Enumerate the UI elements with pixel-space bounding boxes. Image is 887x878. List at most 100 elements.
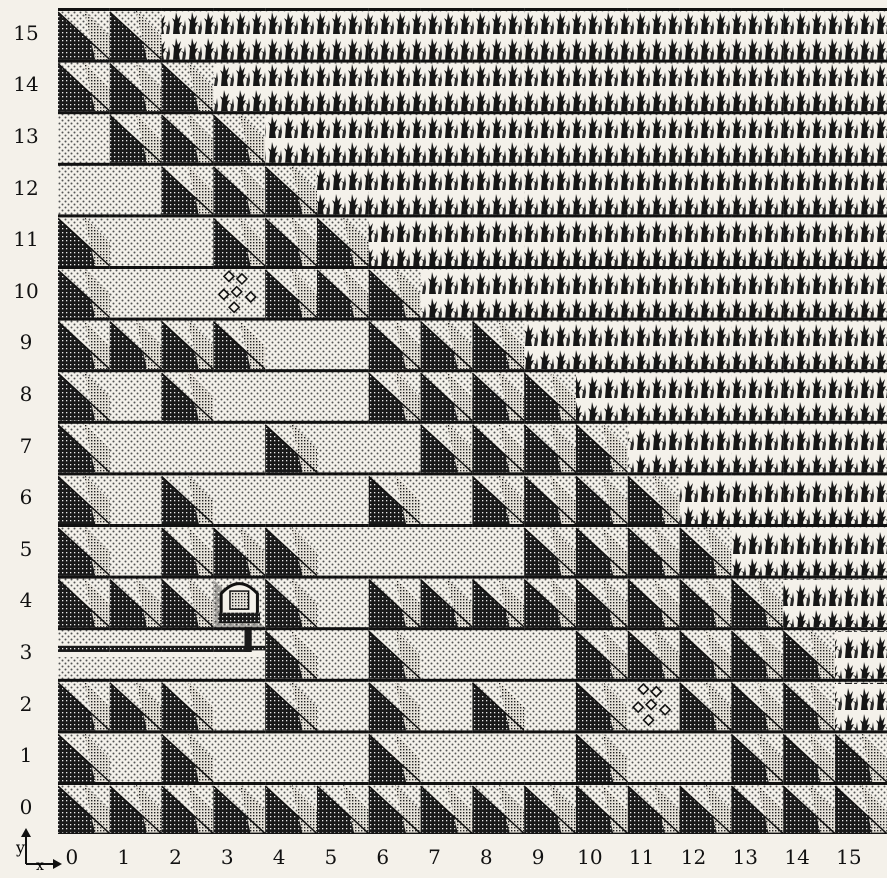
forest-tile[interactable] <box>628 421 680 473</box>
forest-tile[interactable] <box>835 163 887 215</box>
mountain-tile[interactable] <box>576 679 628 731</box>
mountain-tile[interactable] <box>58 369 110 421</box>
open-ground-tile[interactable] <box>213 421 265 473</box>
mountain-tile[interactable] <box>628 472 680 524</box>
mountain-tile[interactable] <box>265 214 317 266</box>
open-ground-tile[interactable] <box>369 421 421 473</box>
mountain-tile[interactable] <box>731 627 783 679</box>
mountain-tile[interactable] <box>369 782 421 834</box>
forest-tile[interactable] <box>835 627 887 679</box>
forest-tile[interactable] <box>628 266 680 318</box>
mountain-tile[interactable] <box>265 266 317 318</box>
mountain-tile[interactable] <box>421 782 473 834</box>
open-ground-tile[interactable] <box>472 627 524 679</box>
mountain-tile[interactable] <box>576 524 628 576</box>
open-ground-tile[interactable] <box>317 576 369 628</box>
mountain-tile[interactable] <box>680 782 732 834</box>
mountain-tile[interactable] <box>472 318 524 370</box>
mountain-tile[interactable] <box>110 679 162 731</box>
open-ground-tile[interactable] <box>110 472 162 524</box>
open-ground-tile[interactable] <box>628 730 680 782</box>
mountain-tile[interactable] <box>628 524 680 576</box>
forest-tile[interactable] <box>317 163 369 215</box>
forest-tile[interactable] <box>576 318 628 370</box>
mountain-tile[interactable] <box>58 60 110 112</box>
open-ground-tile[interactable] <box>110 266 162 318</box>
forest-tile[interactable] <box>835 318 887 370</box>
forest-tile[interactable] <box>265 8 317 60</box>
forest-tile[interactable] <box>472 163 524 215</box>
forest-tile[interactable] <box>472 60 524 112</box>
forest-tile[interactable] <box>524 214 576 266</box>
mountain-tile[interactable] <box>58 472 110 524</box>
mountain-tile[interactable] <box>58 318 110 370</box>
mountain-tile[interactable] <box>369 679 421 731</box>
open-ground-tile[interactable] <box>421 730 473 782</box>
mountain-tile[interactable] <box>524 576 576 628</box>
forest-tile[interactable] <box>731 214 783 266</box>
mountain-tile[interactable] <box>162 60 214 112</box>
forest-tile[interactable] <box>835 111 887 163</box>
forest-tile[interactable] <box>783 214 835 266</box>
forest-tile[interactable] <box>576 214 628 266</box>
mountain-tile[interactable] <box>58 679 110 731</box>
open-ground-tile[interactable] <box>162 214 214 266</box>
forest-tile[interactable] <box>835 472 887 524</box>
forest-tile[interactable] <box>680 8 732 60</box>
mountain-tile[interactable] <box>524 472 576 524</box>
mountain-tile[interactable] <box>162 679 214 731</box>
forest-tile[interactable] <box>369 8 421 60</box>
diamond-tile[interactable] <box>628 679 680 731</box>
forest-tile[interactable] <box>783 8 835 60</box>
forest-tile[interactable] <box>783 266 835 318</box>
forest-tile[interactable] <box>731 163 783 215</box>
mountain-tile[interactable] <box>731 782 783 834</box>
mountain-tile[interactable] <box>213 214 265 266</box>
mountain-tile[interactable] <box>58 524 110 576</box>
open-ground-tile[interactable] <box>524 679 576 731</box>
mountain-tile[interactable] <box>731 576 783 628</box>
mountain-tile[interactable] <box>680 627 732 679</box>
mountain-tile[interactable] <box>472 782 524 834</box>
mountain-tile[interactable] <box>524 421 576 473</box>
forest-tile[interactable] <box>576 266 628 318</box>
road-tile[interactable] <box>162 627 214 679</box>
open-ground-tile[interactable] <box>472 730 524 782</box>
open-ground-tile[interactable] <box>369 524 421 576</box>
open-ground-tile[interactable] <box>213 679 265 731</box>
mountain-tile[interactable] <box>421 318 473 370</box>
mountain-tile[interactable] <box>576 782 628 834</box>
open-ground-tile[interactable] <box>317 730 369 782</box>
forest-tile[interactable] <box>680 369 732 421</box>
forest-tile[interactable] <box>783 524 835 576</box>
forest-tile[interactable] <box>628 163 680 215</box>
mountain-tile[interactable] <box>524 369 576 421</box>
open-ground-tile[interactable] <box>421 627 473 679</box>
mountain-tile[interactable] <box>472 472 524 524</box>
open-ground-tile[interactable] <box>213 369 265 421</box>
forest-tile[interactable] <box>524 8 576 60</box>
forest-tile[interactable] <box>369 214 421 266</box>
mountain-tile[interactable] <box>576 576 628 628</box>
forest-tile[interactable] <box>783 60 835 112</box>
mountain-tile[interactable] <box>213 524 265 576</box>
open-ground-tile[interactable] <box>472 524 524 576</box>
mountain-tile[interactable] <box>162 524 214 576</box>
forest-tile[interactable] <box>628 111 680 163</box>
open-ground-tile[interactable] <box>265 369 317 421</box>
mountain-tile[interactable] <box>783 782 835 834</box>
mountain-tile[interactable] <box>835 782 887 834</box>
open-ground-tile[interactable] <box>524 730 576 782</box>
mountain-tile[interactable] <box>265 524 317 576</box>
mountain-tile[interactable] <box>835 730 887 782</box>
forest-tile[interactable] <box>835 679 887 731</box>
forest-tile[interactable] <box>680 318 732 370</box>
mountain-tile[interactable] <box>369 369 421 421</box>
forest-tile[interactable] <box>835 576 887 628</box>
mountain-tile[interactable] <box>731 679 783 731</box>
forest-tile[interactable] <box>369 111 421 163</box>
mountain-tile[interactable] <box>576 730 628 782</box>
road-tile[interactable] <box>58 627 110 679</box>
mountain-tile[interactable] <box>162 111 214 163</box>
forest-tile[interactable] <box>472 266 524 318</box>
